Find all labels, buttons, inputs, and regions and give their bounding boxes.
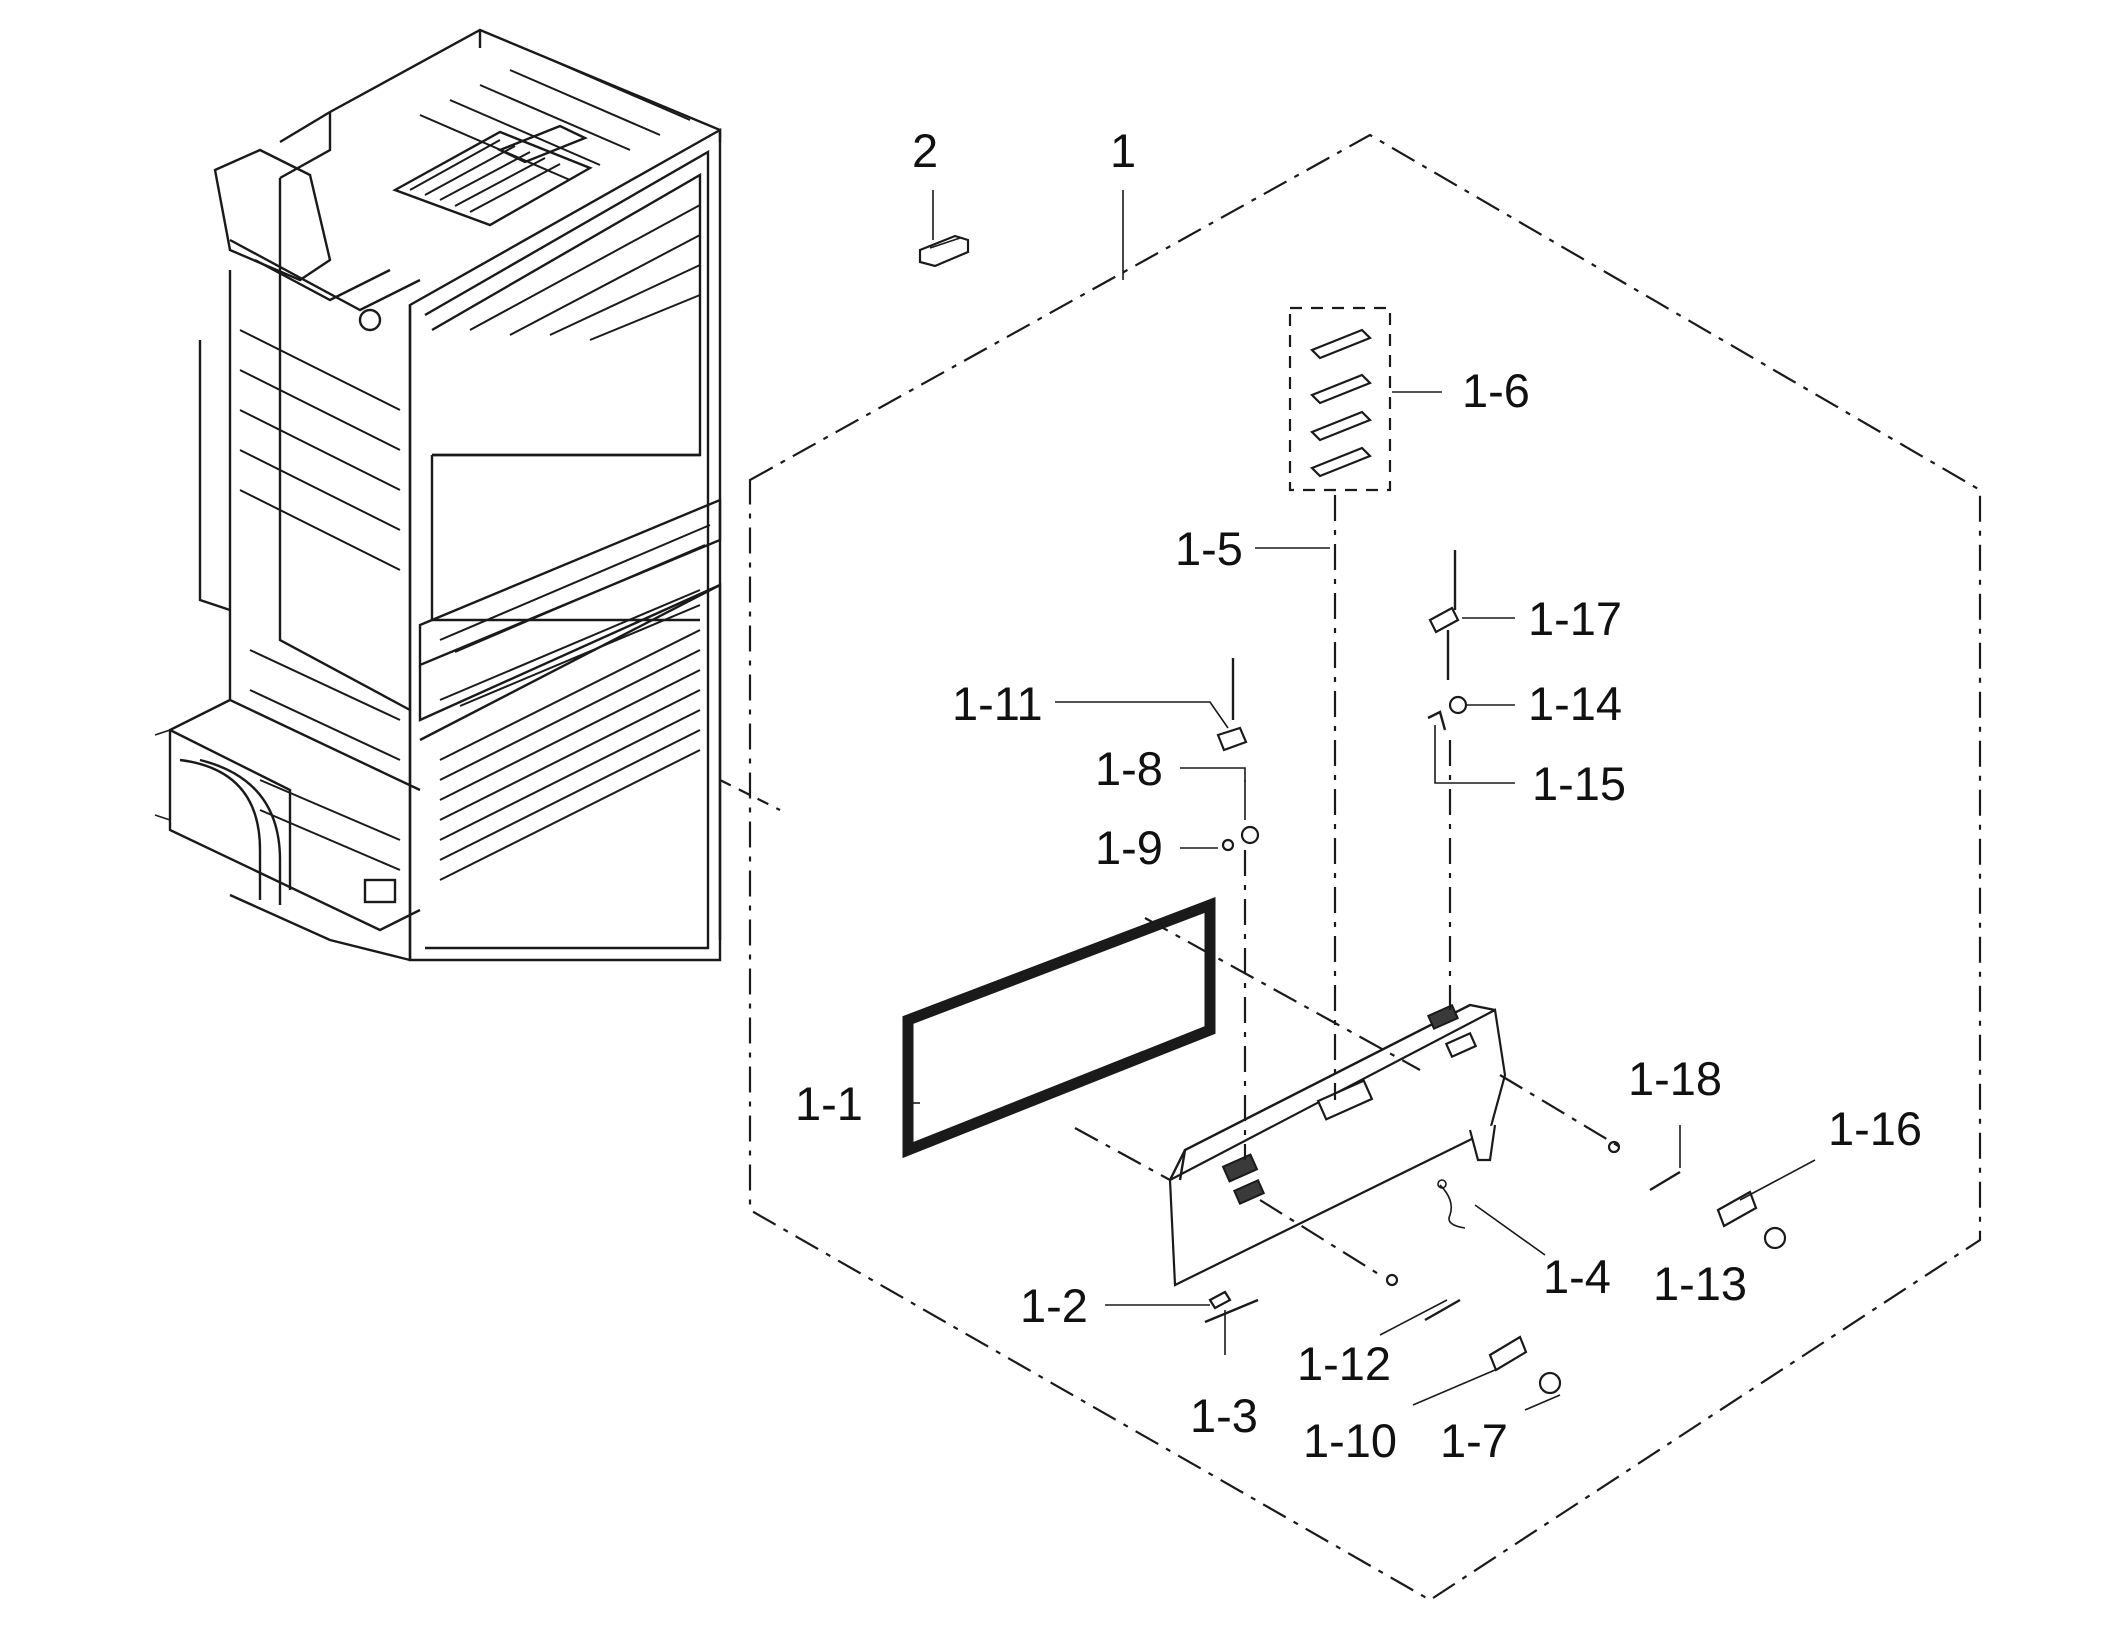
callout-1-12: 1-12 [1297, 1337, 1391, 1390]
callout-1-17: 1-17 [1528, 592, 1622, 645]
callout-1-7: 1-7 [1440, 1414, 1508, 1467]
callout-1-6: 1-6 [1462, 364, 1530, 417]
lower-right-hardware [1204, 1140, 1787, 1395]
part-1-1-gasket [902, 897, 1216, 1159]
callout-1: 1 [1110, 124, 1136, 177]
right-hinge-parts [1427, 550, 1468, 731]
part-2-bracket [918, 234, 970, 268]
refrigerator-cabinet-illustration [154, 28, 781, 962]
callout-1-1: 1-1 [795, 1077, 863, 1130]
callout-1-10: 1-10 [1303, 1414, 1397, 1467]
callout-labels: 2 1 1-6 1-5 1-17 1-11 1-14 1-8 1-15 1-9 … [795, 124, 1922, 1467]
callout-1-2: 1-2 [1020, 1279, 1088, 1332]
callout-1-4: 1-4 [1543, 1250, 1611, 1303]
callout-1-9: 1-9 [1095, 821, 1163, 874]
leader-lines [905, 190, 1816, 1411]
left-hinge-parts [1216, 658, 1260, 852]
callout-1-8: 1-8 [1095, 742, 1163, 795]
callout-1-14: 1-14 [1528, 677, 1622, 730]
callout-1-16: 1-16 [1828, 1102, 1922, 1155]
callout-1-15: 1-15 [1532, 757, 1626, 810]
part-1-6-kit [1288, 306, 1392, 492]
callout-1-11: 1-11 [952, 677, 1043, 730]
callout-1-18: 1-18 [1628, 1052, 1722, 1105]
callout-1-13: 1-13 [1653, 1257, 1747, 1310]
assembly-boundary [748, 133, 1982, 1602]
callout-2: 2 [912, 124, 938, 177]
assembly-axes [1074, 495, 1626, 1276]
callout-1-3: 1-3 [1190, 1389, 1258, 1442]
callout-1-5: 1-5 [1175, 522, 1243, 575]
part-1-drawer-front-assembly [902, 897, 1507, 1287]
